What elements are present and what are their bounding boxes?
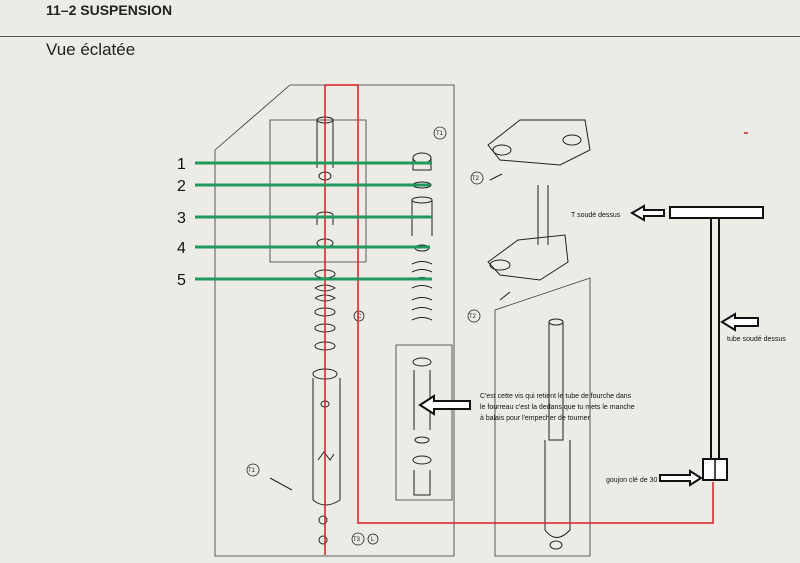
arrow-goujon	[659, 469, 703, 487]
tag-t1-bottom: T1	[248, 468, 256, 474]
arrow-tube-soude	[720, 312, 759, 332]
header-rule	[0, 36, 800, 37]
fork-tube-left	[269, 116, 341, 545]
index-numbers: 1 2 3 4 5	[177, 156, 186, 289]
green-index-lines	[195, 161, 432, 281]
tag-t2-top: T2	[472, 176, 480, 182]
note-screw-3: à balais pour l'empecher de tourner	[480, 415, 591, 422]
note-goujon: goujon clé de 30	[606, 477, 657, 484]
t-handle-tool	[669, 206, 764, 481]
note-t-soude: T soudé dessus	[571, 212, 621, 219]
triple-clamps	[487, 119, 591, 301]
note-screw-1: C'est cette vis qui retient le tube de f…	[480, 393, 632, 400]
annotations: T soudé dessus tube soudé dessus C'est c…	[480, 212, 786, 484]
tag-c: C	[357, 314, 362, 320]
panel-outlines	[214, 84, 591, 557]
chapter-title: 11–2 SUSPENSION	[46, 2, 173, 18]
index-number-4: 4	[177, 240, 186, 257]
note-screw-2: le fourreau c'est la dedans que tu mets …	[480, 404, 635, 411]
tag-t2-bottom: T2	[469, 314, 477, 320]
part-tags: T1 T2 T2 T1 T3 L C	[246, 126, 484, 546]
arrows	[418, 204, 759, 487]
note-tube-soude: tube soudé dessus	[727, 336, 786, 343]
section-title: Vue éclatée	[46, 40, 136, 59]
middle-parts	[411, 152, 433, 496]
arrow-t-soude	[630, 204, 665, 222]
index-number-2: 2	[177, 178, 186, 195]
index-number-1: 1	[177, 156, 186, 173]
fork-leg-right	[544, 318, 571, 550]
t-bar	[669, 206, 764, 219]
tag-l: L	[371, 537, 375, 543]
tag-t1-top: T1	[436, 131, 444, 137]
index-number-3: 3	[177, 210, 186, 227]
arrow-screw	[418, 394, 471, 416]
tag-t3: T3	[353, 537, 361, 543]
index-number-5: 5	[177, 272, 186, 289]
red-loop-line	[325, 84, 714, 524]
